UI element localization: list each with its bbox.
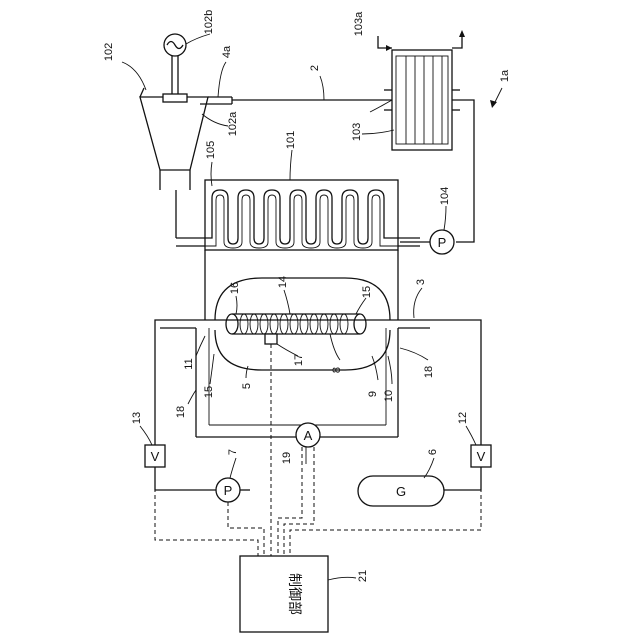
turbine <box>140 88 232 190</box>
label-21: 21 <box>357 570 369 582</box>
valve-12-symbol: V <box>477 449 486 464</box>
pump-104: P <box>400 230 454 254</box>
label-101: 101 <box>285 131 297 149</box>
controller: 制御部 <box>240 556 328 632</box>
label-17: 17 <box>293 354 305 366</box>
ammeter-symbol: A <box>304 428 313 443</box>
heating-element <box>226 314 366 344</box>
label-14: 14 <box>277 276 289 288</box>
pump-104-symbol: P <box>438 235 447 250</box>
label-16: 16 <box>229 282 241 294</box>
label-12: 12 <box>457 412 469 424</box>
valve-13: V <box>145 445 165 467</box>
pump-7: P <box>216 478 240 502</box>
label-6: 6 <box>427 449 439 455</box>
valve-13-symbol: V <box>151 449 160 464</box>
label-105: 105 <box>205 141 217 159</box>
label-104: 104 <box>439 187 451 205</box>
label-103a: 103a <box>353 11 365 36</box>
label-102: 102 <box>103 43 115 61</box>
pipe-2 <box>232 97 392 104</box>
label-11: 11 <box>183 358 195 369</box>
evaporator <box>176 180 420 250</box>
label-9: 9 <box>367 391 379 397</box>
gas-tank-symbol: G <box>396 484 406 499</box>
gas-line-left <box>155 320 250 490</box>
label-1a: 1a <box>499 69 511 82</box>
label-18-left: 18 <box>175 406 187 418</box>
label-15-left: 15 <box>203 386 215 398</box>
reactor-vessel <box>160 250 430 437</box>
valve-12: V <box>471 445 491 467</box>
label-2: 2 <box>309 65 321 71</box>
label-5: 5 <box>241 383 253 389</box>
label-3: 3 <box>415 279 427 285</box>
gas-tank: G <box>358 476 444 506</box>
generator <box>164 34 186 94</box>
controller-label: 制御部 <box>287 573 303 615</box>
label-4a: 4a <box>221 45 233 58</box>
label-102a: 102a <box>227 111 239 136</box>
cooling-water-arrows <box>378 30 465 51</box>
label-8: 8 <box>331 367 343 373</box>
pipe-return <box>452 100 474 242</box>
condenser <box>384 50 460 150</box>
label-15-right: 15 <box>361 286 373 298</box>
ammeter: A <box>296 423 320 447</box>
label-102b: 102b <box>203 10 215 34</box>
pump-7-symbol: P <box>224 483 233 498</box>
label-103: 103 <box>351 123 363 141</box>
label-13: 13 <box>131 412 143 424</box>
label-19: 19 <box>281 452 293 464</box>
label-7: 7 <box>227 449 239 455</box>
label-18-right: 18 <box>423 366 435 378</box>
label-10: 10 <box>383 390 395 402</box>
